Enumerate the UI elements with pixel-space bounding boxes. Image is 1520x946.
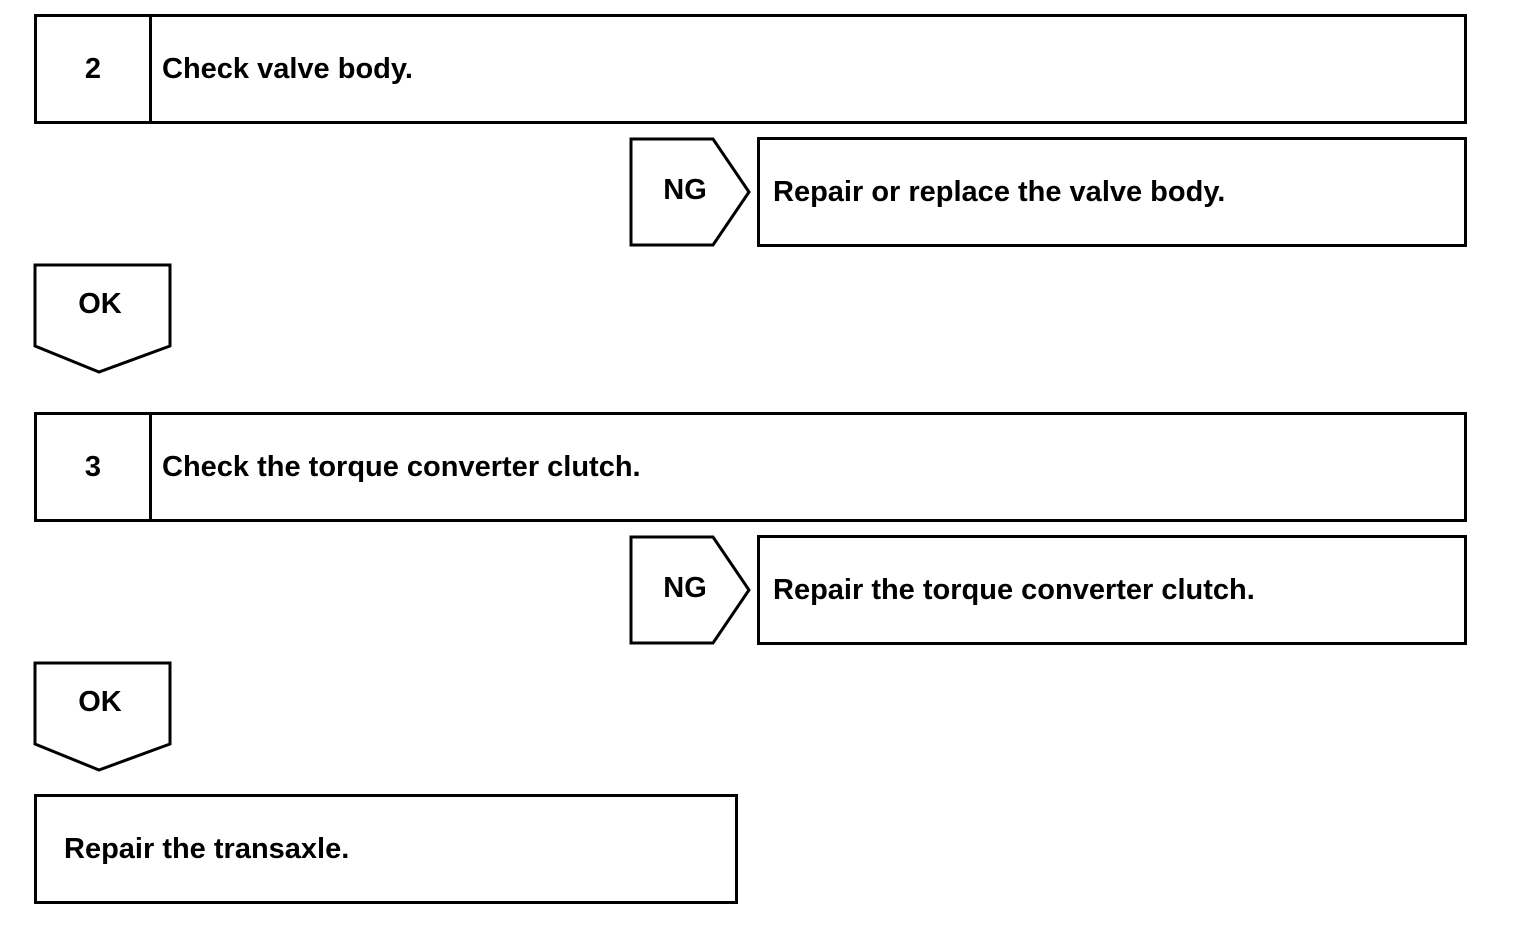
step-2-ok-arrow: OK	[33, 263, 173, 375]
final-action-box: Repair the transaxle.	[34, 794, 738, 904]
step-3-box: 3 Check the torque converter clutch.	[34, 412, 1467, 522]
final-action: Repair the transaxle.	[64, 832, 350, 865]
step-3-ng-arrow: NG	[629, 535, 753, 645]
step-3-ng-label: NG	[663, 572, 707, 604]
step-3-title: Check the torque converter clutch.	[162, 450, 641, 483]
step-2-ok-label: OK	[78, 288, 122, 320]
step-2-title: Check valve body.	[162, 52, 413, 85]
step-3-ok-arrow: OK	[33, 661, 173, 773]
step-2-ng-action: Repair or replace the valve body.	[773, 175, 1226, 208]
step-2-number: 2	[37, 17, 152, 121]
step-3-ng-action-box: Repair the torque converter clutch.	[757, 535, 1467, 645]
step-3-ok-label: OK	[78, 686, 122, 718]
step-2-ng-label: NG	[663, 174, 707, 206]
step-2-ng-arrow: NG	[629, 137, 753, 247]
step-3-number: 3	[37, 415, 152, 519]
step-3-ng-action: Repair the torque converter clutch.	[773, 573, 1255, 606]
step-2-ng-action-box: Repair or replace the valve body.	[757, 137, 1467, 247]
step-2-box: 2 Check valve body.	[34, 14, 1467, 124]
